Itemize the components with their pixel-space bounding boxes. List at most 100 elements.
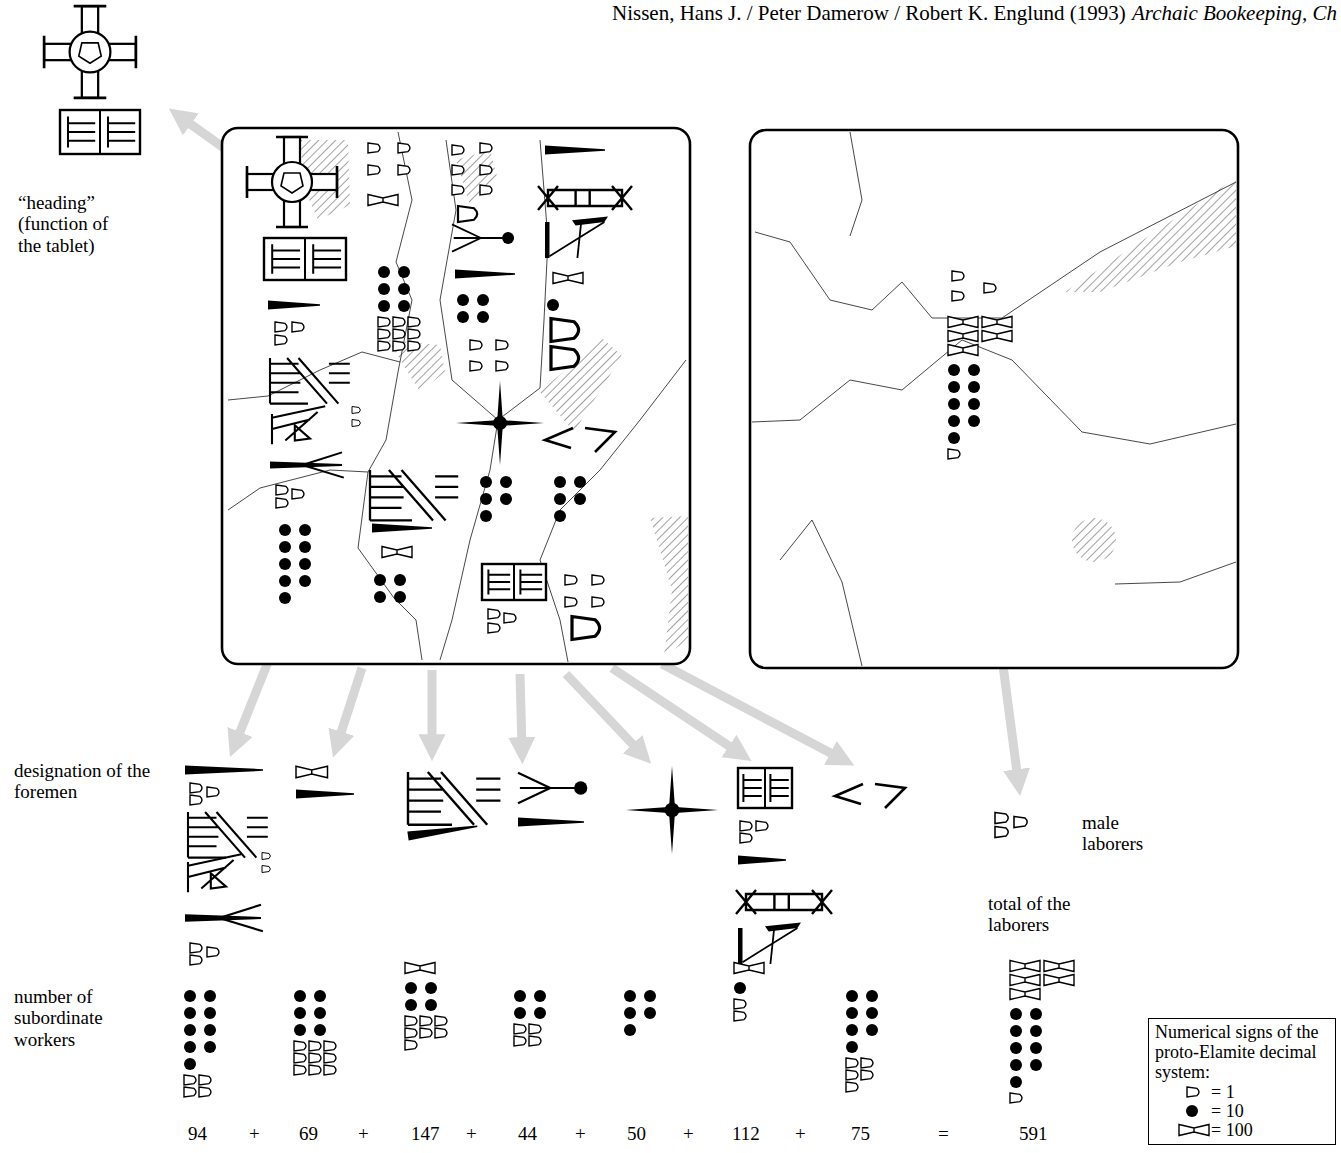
tablet-reverse — [750, 130, 1238, 668]
crossed-box-sign — [736, 890, 832, 914]
unit-numeral — [861, 1058, 873, 1068]
unit-numeral — [276, 485, 288, 495]
ten-sign — [294, 990, 306, 1002]
unit-numeral — [405, 1016, 417, 1026]
unit-numeral — [324, 1041, 336, 1051]
unit-sign — [405, 1040, 417, 1050]
unit-sign — [514, 1036, 526, 1046]
ten-numeral — [846, 990, 858, 1002]
unit-sign — [995, 827, 1008, 838]
unit-numeral — [324, 1065, 336, 1075]
ten-numeral — [294, 1007, 306, 1019]
unit-numeral — [480, 165, 492, 175]
unit-numeral — [995, 827, 1008, 838]
tablet-illustration — [44, 6, 1238, 1103]
unit-sign — [514, 1024, 526, 1034]
unit-sign — [452, 145, 464, 155]
unit-sign — [1187, 1087, 1199, 1097]
hundred-numeral — [982, 331, 1012, 342]
crack-line — [780, 520, 862, 666]
unit-numeral — [452, 165, 464, 175]
ten-numeral — [500, 493, 512, 505]
unit-numeral — [324, 1053, 336, 1063]
unit-numeral — [408, 329, 420, 339]
unit-numeral — [458, 206, 477, 222]
ten-sign — [554, 493, 566, 505]
unit-sign — [275, 322, 287, 332]
crack-line — [228, 470, 368, 510]
label-holder: 75 — [851, 1123, 870, 1144]
ten-numeral — [294, 990, 306, 1002]
ten-numeral — [554, 510, 566, 522]
triangle-sign — [188, 854, 241, 892]
sum-term: + — [466, 1123, 477, 1144]
crack-line — [1115, 562, 1236, 584]
pointer-arrow — [612, 668, 738, 752]
ten-sign — [948, 432, 960, 444]
ten-sign — [374, 591, 386, 603]
hundred-numeral — [1044, 961, 1074, 972]
ten-sign — [378, 266, 390, 278]
sum-term: 44 — [518, 1123, 537, 1144]
unit-numeral — [292, 322, 304, 332]
unit-sign — [740, 821, 752, 831]
ten-sign — [534, 1007, 546, 1019]
unit-numeral — [572, 617, 600, 640]
hundred-sign — [982, 317, 1012, 328]
unit-numeral — [529, 1036, 541, 1046]
unit-sign — [984, 283, 996, 293]
ten-numeral — [204, 1024, 216, 1036]
ten-numeral — [480, 476, 492, 488]
label-holder: + — [466, 1123, 477, 1144]
label-holder: + — [795, 1123, 806, 1144]
ten-sign — [204, 1007, 216, 1019]
ten-numeral — [1010, 1059, 1022, 1071]
ten-numeral — [554, 493, 566, 505]
dotted-cross-sign — [626, 766, 718, 854]
unit-numeral — [405, 1028, 417, 1038]
unit-sign — [496, 361, 508, 371]
unit-numeral — [1010, 1093, 1022, 1103]
hatched-sign — [408, 772, 500, 825]
ten-sign — [294, 1024, 306, 1036]
unit-sign — [480, 165, 492, 175]
unit-sign — [470, 340, 482, 350]
hundred-sign — [948, 345, 978, 356]
pointer-arrow — [566, 674, 640, 752]
unit-numeral — [262, 866, 270, 873]
ten-sign — [734, 982, 746, 994]
wedge-sign — [372, 524, 432, 533]
unit-numeral — [408, 341, 420, 351]
unit-sign — [948, 449, 960, 459]
unit-numeral — [496, 340, 508, 350]
ten-sign — [184, 990, 196, 1002]
wedge-sign — [185, 766, 263, 775]
ten-numeral — [394, 591, 406, 603]
label-holder: 50 — [627, 1123, 646, 1144]
unit-sign — [199, 1087, 211, 1097]
ten-sign — [204, 990, 216, 1002]
unit-sign — [294, 1041, 306, 1051]
damage-hatch — [1072, 518, 1116, 562]
ten-sign — [624, 1024, 636, 1036]
hatched-sign — [270, 358, 350, 404]
unit-sign — [405, 1016, 417, 1026]
pointer-arrow — [428, 670, 437, 745]
ten-sign — [554, 476, 566, 488]
unit-numeral — [1014, 817, 1027, 828]
ten-sign — [184, 1024, 196, 1036]
unit-sign — [435, 1028, 447, 1038]
unit-numeral — [514, 1024, 526, 1034]
ten-sign — [948, 364, 960, 376]
ten-sign — [279, 592, 291, 604]
ten-sign — [846, 1024, 858, 1036]
crack-line — [755, 232, 902, 310]
damage-hatch — [540, 338, 622, 432]
ten-sign — [1010, 1025, 1022, 1037]
legend-heading: Numerical signs of the proto-Elamite dec… — [1155, 1023, 1329, 1082]
ten-sign — [480, 493, 492, 505]
ten-numeral — [866, 990, 878, 1002]
unit-sign — [846, 1058, 858, 1068]
ten-sign — [480, 476, 492, 488]
ten-sign — [1010, 1008, 1022, 1020]
